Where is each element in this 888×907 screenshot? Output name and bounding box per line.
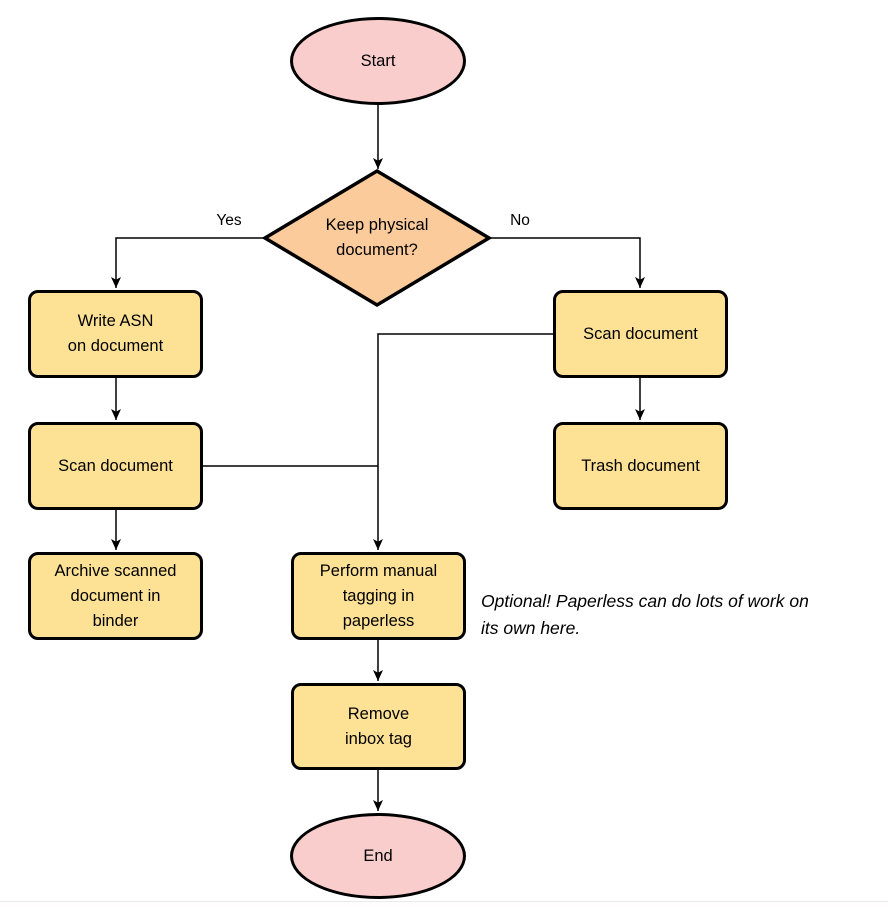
node-scan-document-right: Scan document bbox=[553, 290, 728, 378]
decision-diamond-shape bbox=[261, 168, 493, 308]
edge-decision-to-write-asn-yes bbox=[111, 237, 265, 288]
node-archive-binder: Archive scanned document in binder bbox=[28, 552, 203, 640]
node-end: End bbox=[290, 813, 466, 899]
node-archive-binder-label: Archive scanned document in binder bbox=[54, 561, 177, 630]
node-start-label: Start bbox=[360, 51, 396, 70]
node-scan-document-right-label: Scan document bbox=[583, 324, 698, 343]
node-remove-inbox-tag: Remove inbox tag bbox=[291, 683, 466, 770]
edge-decision-to-scan-right-no bbox=[489, 237, 645, 288]
node-remove-inbox-tag-label: Remove inbox tag bbox=[345, 704, 412, 748]
node-manual-tagging-label: Perform manual tagging in paperless bbox=[319, 561, 438, 630]
node-decision-label: Keep physical document? bbox=[325, 216, 429, 259]
node-end-label: End bbox=[363, 846, 393, 865]
node-scan-document-left-label: Scan document bbox=[58, 456, 173, 475]
bottom-divider bbox=[0, 901, 888, 907]
node-write-asn-label: Write ASN on document bbox=[67, 312, 164, 355]
node-manual-tagging: Perform manual tagging in paperless bbox=[291, 552, 466, 640]
node-trash-document: Trash document bbox=[553, 422, 728, 510]
edge-label-yes: Yes bbox=[216, 212, 242, 229]
node-trash-document-label: Trash document bbox=[581, 456, 700, 475]
node-decision: Keep physical document? bbox=[261, 168, 493, 308]
note-optional-paperless: Optional! Paperless can do lots of work … bbox=[481, 591, 809, 638]
node-start: Start bbox=[290, 17, 466, 105]
node-scan-document-left: Scan document bbox=[28, 422, 203, 510]
node-write-asn: Write ASN on document bbox=[28, 290, 203, 378]
edge-label-no: No bbox=[510, 212, 530, 229]
edge-scan-right-to-tagging bbox=[373, 333, 553, 550]
